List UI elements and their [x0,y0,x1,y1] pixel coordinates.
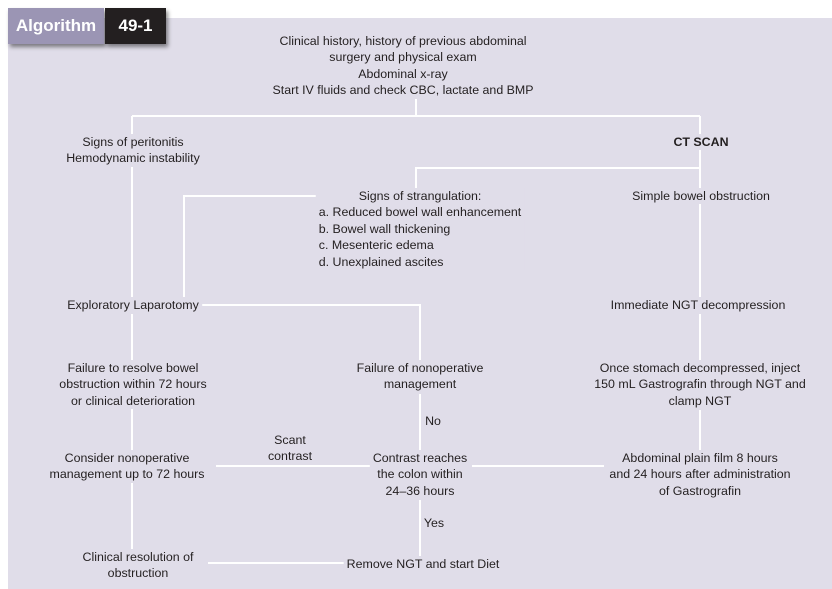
node-peritonitis: Signs of peritonitis Hemodynamic instabi… [63,134,203,167]
node-line: Signs of strangulation: [358,189,482,203]
node-line: Abdominal plain film 8 hours [622,451,778,465]
node-consider-nonoperative: Consider nonoperative management up to 7… [46,450,208,483]
node-line: b. Bowel wall thickening [318,221,451,236]
node-line: Remove NGT and start Diet [346,557,500,571]
edge-label-line: Yes [423,516,445,530]
node-line: the colon within [377,467,463,482]
node-line: CT SCAN [673,135,729,149]
node-line: and 24 hours after administration [609,467,791,482]
edge-label-line: Scant [274,433,306,447]
node-line: Once stomach decompressed, inject [599,361,801,375]
node-ngt-decompression: Immediate NGT decompression [607,297,789,314]
node-contrast-reaches-colon: Contrast reaches the colon within 24–36 … [369,450,471,500]
node-line: 24–36 hours [385,483,455,498]
node-line: management up to 72 hours [49,467,205,482]
node-remove-ngt: Remove NGT and start Diet [343,556,503,573]
node-line: Signs of peritonitis [82,135,184,149]
edge-label-line: contrast [267,449,313,464]
node-signs-of-strangulation: Signs of strangulation: a. Reduced bowel… [315,188,525,271]
algorithm-label: Algorithm [8,8,104,44]
node-line: c. Mesenteric edema [318,238,434,253]
node-ct-scan: CT SCAN [670,134,732,151]
node-line: Abdominal x-ray [358,66,448,81]
edge-label-scant-contrast: Scant contrast [268,432,312,465]
node-line: obstruction [107,566,169,581]
node-line: Immediate NGT decompression [610,298,786,312]
node-line: obstruction within 72 hours [59,377,207,392]
node-line: Simple bowel obstruction [632,189,770,203]
edge-label-yes: Yes [424,515,444,531]
node-inject-gastrografin: Once stomach decompressed, inject 150 mL… [591,360,809,410]
edge-label-line: No [425,414,441,428]
node-line: Hemodynamic instability [66,151,200,166]
node-failure-to-resolve: Failure to resolve bowel obstruction wit… [56,360,210,410]
node-line: Contrast reaches [372,451,468,465]
node-line: Failure of nonoperative [356,361,484,375]
connector-top-split [131,92,701,140]
node-exploratory-laparotomy: Exploratory Laparotomy [64,297,202,314]
node-simple-obstruction: Simple bowel obstruction [629,188,773,205]
connector-laparotomy-nonop [196,304,421,364]
node-line: surgery and physical exam [329,50,477,65]
node-line: d. Unexplained ascites [318,254,444,269]
node-line: a. Reduced bowel wall enhancement [318,205,522,220]
node-line: clamp NGT [668,393,732,408]
node-line: 150 mL Gastrografin through NGT and [594,377,806,392]
algorithm-number: 49-1 [105,8,166,44]
node-line: Clinical resolution of [82,550,194,564]
node-clinical-history: Clinical history, history of previous ab… [269,33,537,99]
node-abdominal-plain-film: Abdominal plain film 8 hours and 24 hour… [606,450,794,500]
node-clinical-resolution: Clinical resolution of obstruction [79,549,197,582]
node-line: Exploratory Laparotomy [67,298,199,312]
node-line: management [383,377,457,392]
node-line: Consider nonoperative [64,451,190,465]
node-line: Clinical history, history of previous ab… [279,34,527,48]
strangulation-list: a. Reduced bowel wall enhancement b. Bow… [319,204,522,270]
node-line: Failure to resolve bowel [67,361,199,375]
node-line: or clinical deterioration [71,393,195,408]
edge-label-no: No [425,413,441,429]
node-failure-nonoperative: Failure of nonoperative management [353,360,487,393]
node-line: of Gastrografin [659,483,741,498]
connector-ct-strangulation [415,150,701,192]
node-line: Start IV fluids and check CBC, lactate a… [272,83,534,98]
